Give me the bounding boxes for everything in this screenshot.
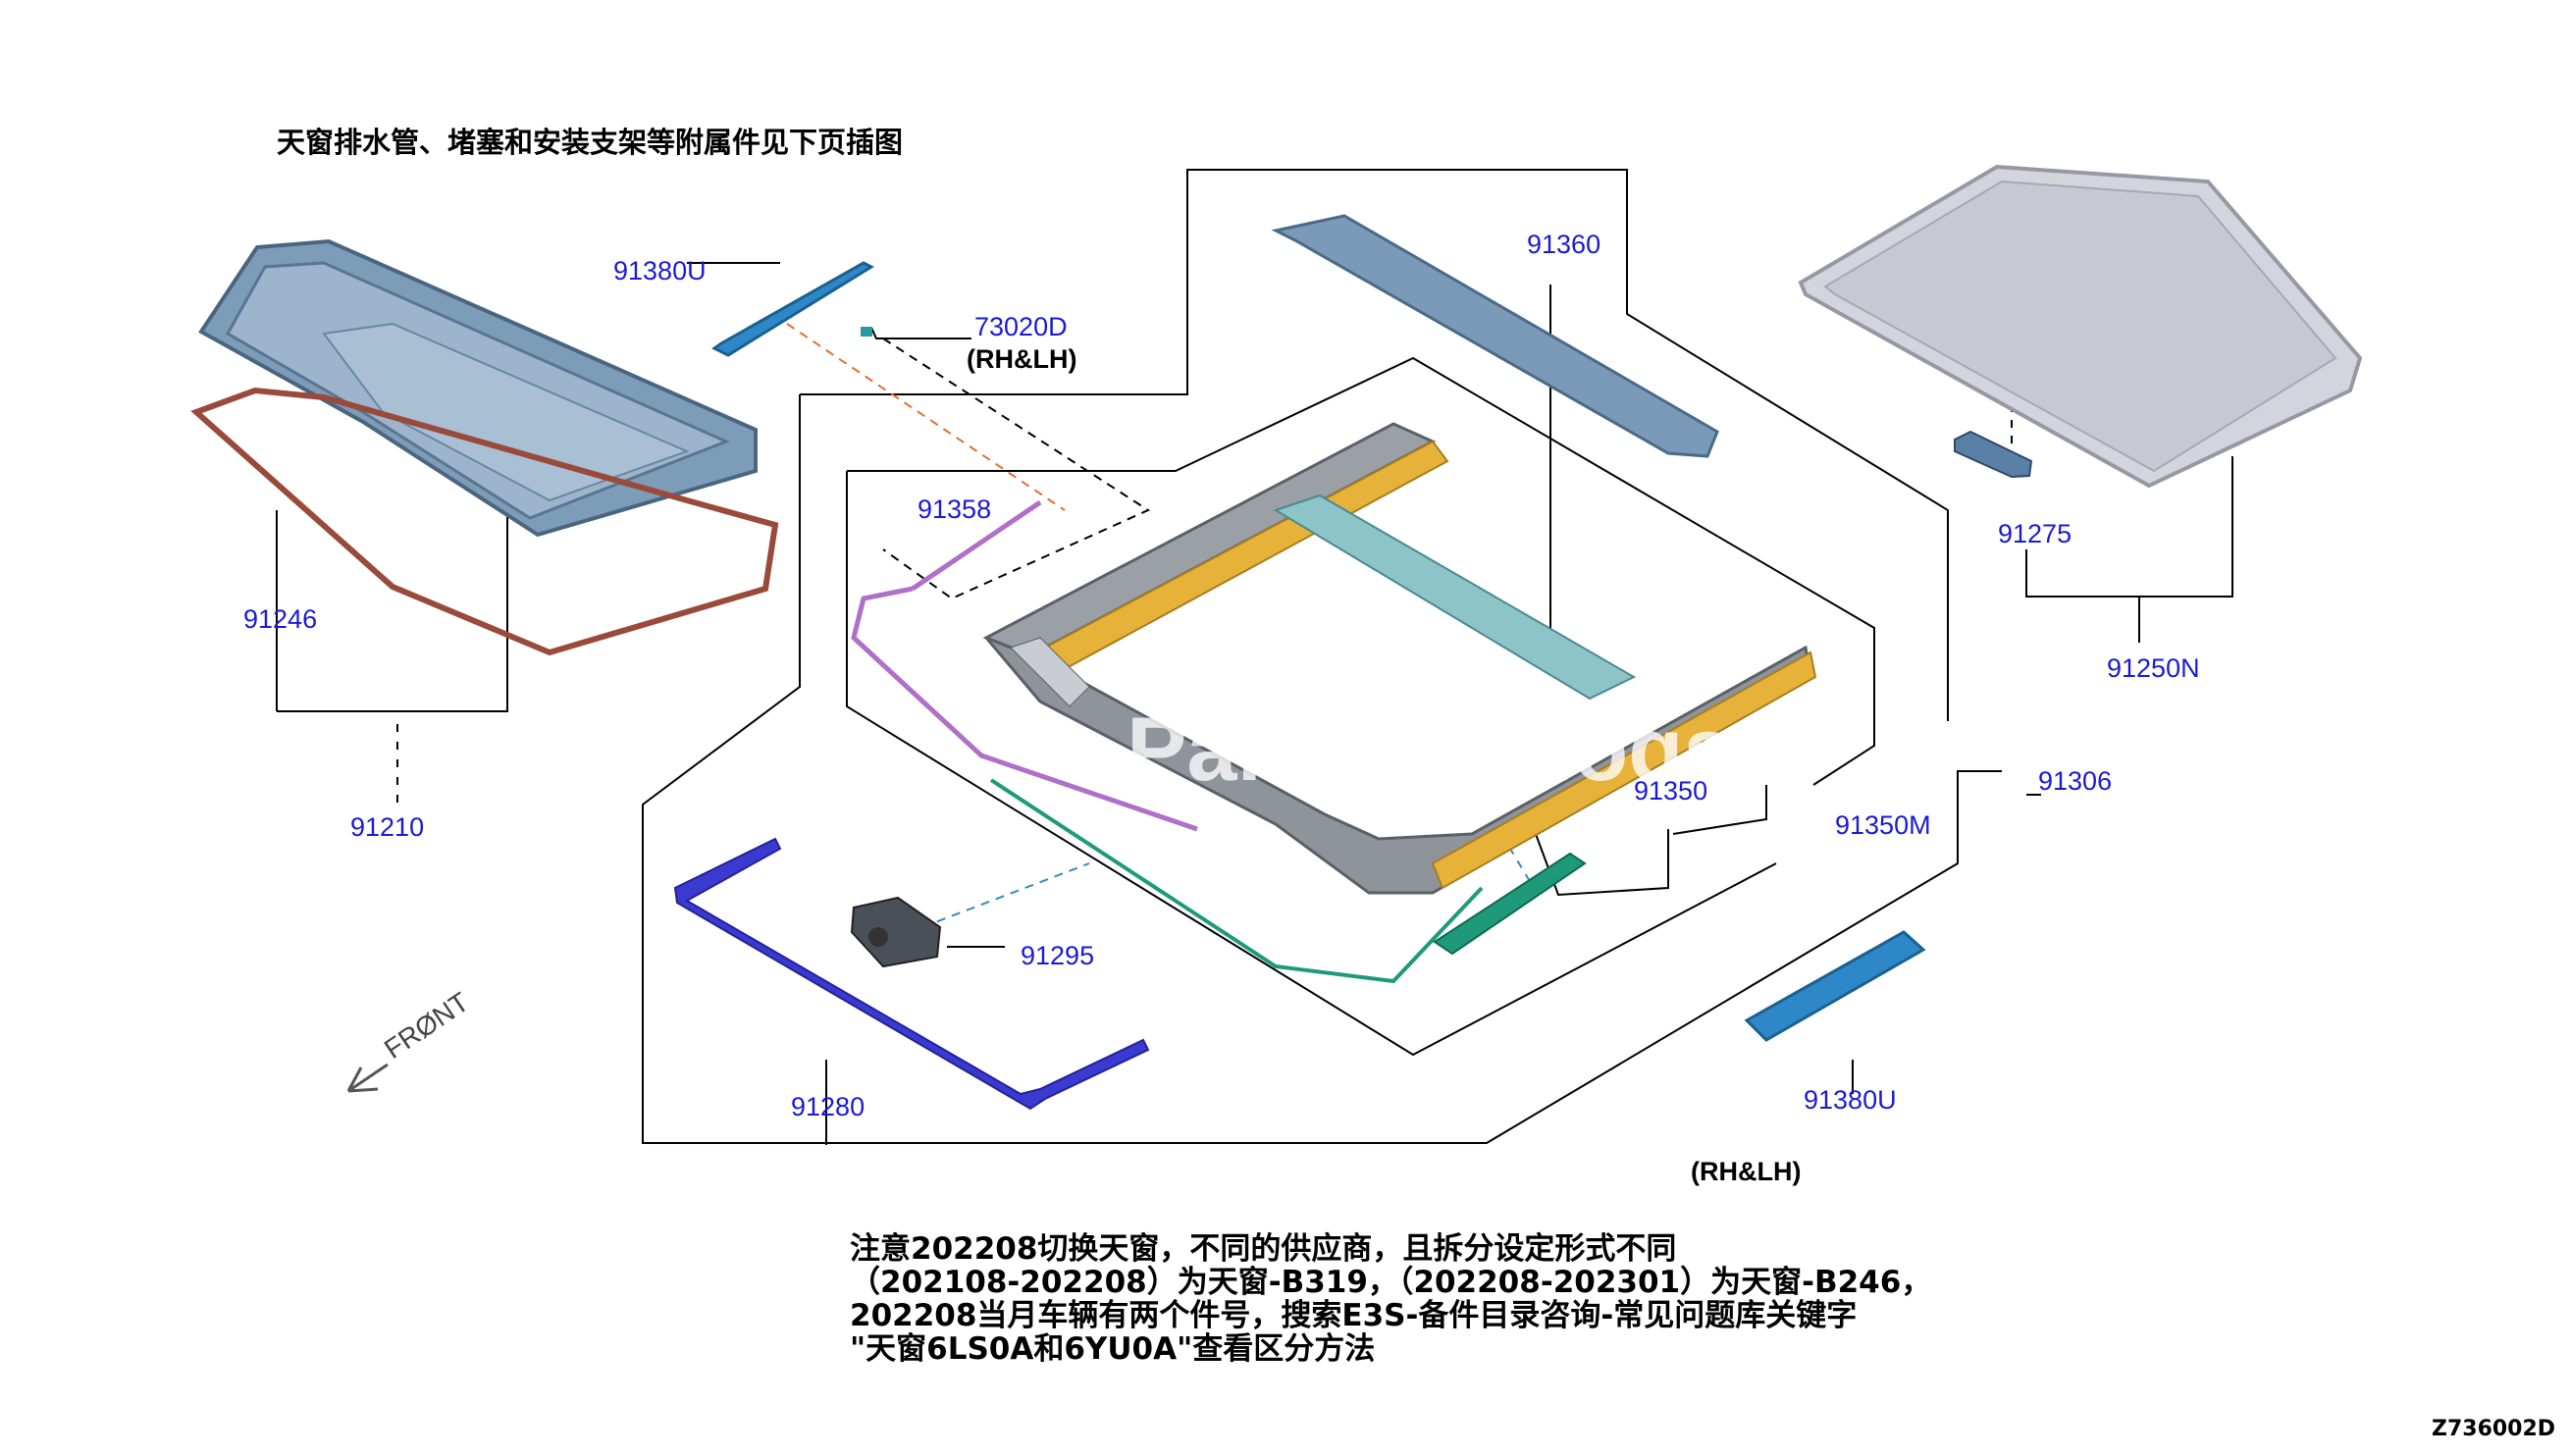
label-73020d: 73020D (974, 312, 1068, 341)
label-91246: 91246 (243, 604, 317, 634)
label-91295: 91295 (1021, 941, 1094, 970)
label-rhlh-bottom: (RH&LH) (1691, 1157, 1801, 1186)
deflector-91280 (673, 837, 1150, 1111)
clip-73020d (861, 327, 872, 337)
bracket-91350 (1433, 852, 1587, 956)
outline-lines (276, 169, 2233, 1145)
handle-91275 (1954, 430, 2033, 479)
footer-note-line: "天窗6LS0A和6YU0A"查看区分方法 (850, 1331, 1376, 1367)
label-rhlh-top: (RH&LH) (967, 344, 1076, 374)
footer-note-line: （202108-202208）为天窗-B319，（202208-202301）为… (850, 1265, 1932, 1300)
label-91350m: 91350M (1835, 810, 1931, 840)
label-91360: 91360 (1527, 230, 1600, 259)
seal-91246 (190, 387, 779, 656)
frame-91350m (982, 422, 1817, 895)
drain-tube-91358 (851, 499, 1198, 832)
rear-bar-91360 (1271, 214, 1719, 458)
label-91210: 91210 (350, 812, 424, 842)
footer-note-line: 注意202208切换天窗，不同的供应商，且拆分设定形式不同 (850, 1231, 1677, 1267)
front-arrow-icon: FRØNT (346, 986, 474, 1093)
label-91275: 91275 (1998, 519, 2072, 548)
motor-91295 (850, 896, 942, 968)
label-91380u-bottom: 91380U (1804, 1085, 1897, 1115)
watermark: PartsCatalogs (1127, 700, 1734, 800)
drain-tube-front (989, 778, 1484, 984)
glass-panel-91246 (198, 238, 758, 538)
label-91250n: 91250N (2107, 653, 2200, 683)
label-91350: 91350 (1634, 776, 1707, 806)
drawing-code: Z736002D (2432, 1417, 2556, 1441)
footer-note-line: 202208当月车辆有两个件号，搜索E3S-备件目录咨询-常见问题库关键字 (850, 1298, 1858, 1333)
label-91306: 91306 (2038, 766, 2112, 796)
header-note: 天窗排水管、堵塞和安装支架等附属件见下页插图 (277, 126, 904, 159)
label-91358: 91358 (918, 494, 991, 524)
front-label: FRØNT (379, 986, 474, 1065)
strip-91380u-top (711, 261, 875, 357)
label-91380u-top: 91380U (613, 256, 707, 286)
dashed-leaders (396, 323, 2013, 928)
footer-note: 注意202208切换天窗，不同的供应商，且拆分设定形式不同 （202108-20… (850, 1232, 1931, 1366)
label-91280: 91280 (791, 1092, 865, 1121)
strip-91380u-bottom (1744, 930, 1926, 1042)
sunshade-91250n (1798, 164, 2363, 489)
